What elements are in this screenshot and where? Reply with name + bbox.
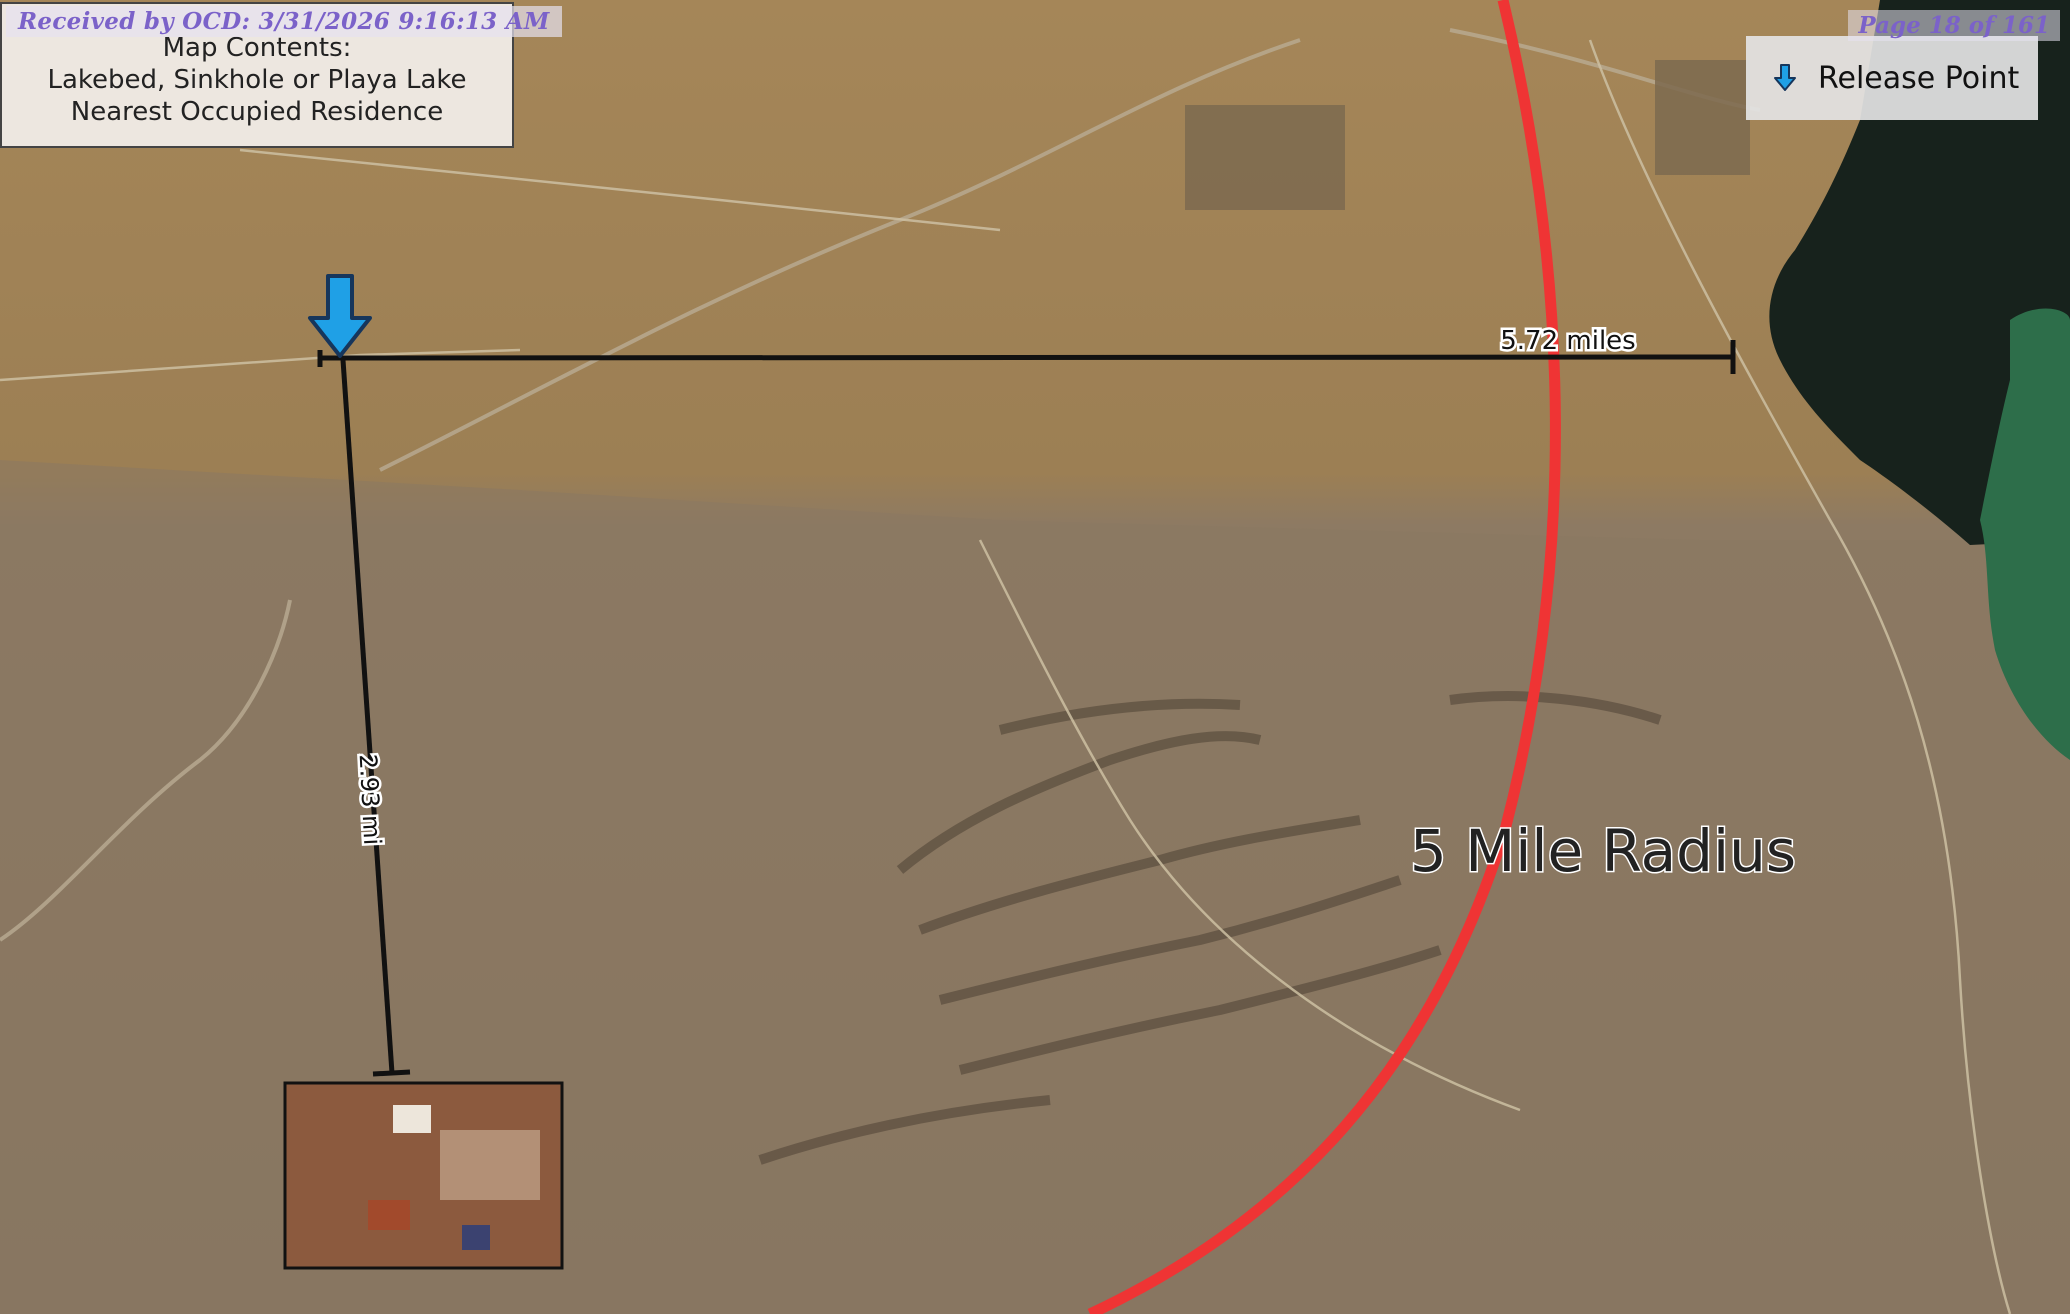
five-mile-radius-circle <box>1087 0 1561 1314</box>
radius-label: 5 Mile Radius <box>1410 817 1796 885</box>
map-contents-item-residence: Nearest Occupied Residence <box>70 97 444 127</box>
east-distance-label: 5.72 miles <box>1500 326 1635 356</box>
release-point-arrow-icon <box>1774 64 1796 91</box>
south-measurement-line <box>340 359 411 1077</box>
road-lines <box>0 39 2012 1314</box>
map-contents-item-lakebed: Lakebed, Sinkhole or Playa Lake <box>47 65 467 95</box>
legend-panel: Release Point <box>1746 36 2038 120</box>
map-contents-heading: Map Contents: <box>162 33 352 63</box>
page-number-stamp: Page 18 of 161 <box>1848 10 2060 41</box>
release-point-marker[interactable] <box>308 274 372 358</box>
release-point-arrow-icon <box>308 274 372 358</box>
received-stamp: Received by OCD: 3/31/2026 9:16:13 AM <box>6 6 562 37</box>
legend-label-release-point: Release Point <box>1818 60 2020 96</box>
agricultural-fields <box>1185 60 1750 210</box>
east-measurement-line <box>317 340 1736 374</box>
south-distance-label: 2.93 mi <box>354 753 387 845</box>
water-body <box>1769 0 2070 760</box>
residence-inset <box>283 1081 564 1270</box>
terrain-ridges <box>758 691 1662 1165</box>
